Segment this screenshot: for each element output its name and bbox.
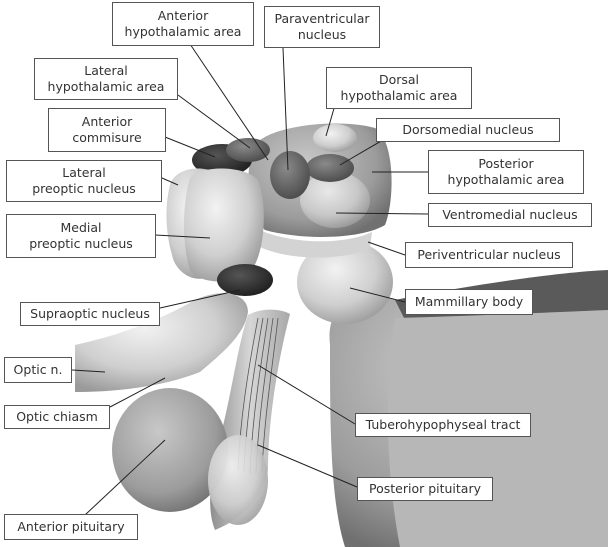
- posterior-pituitary-shape: [208, 435, 268, 525]
- label-optic-n: Optic n.: [4, 357, 72, 383]
- dorsomedial-shape: [306, 154, 354, 182]
- label-optic-chiasm: Optic chiasm: [4, 405, 110, 429]
- label-lateral-preoptic-nucleus: Lateral preoptic nucleus: [6, 160, 162, 202]
- label-medial-preoptic-nucleus: Medial preoptic nucleus: [6, 214, 156, 258]
- label-paraventricular-nucleus: Paraventricular nucleus: [264, 6, 380, 48]
- label-anterior-pituitary: Anterior pituitary: [4, 514, 138, 540]
- supraoptic-shape: [217, 264, 273, 296]
- lateral-hypothalamic-shape: [226, 138, 270, 162]
- label-posterior-pituitary: Posterior pituitary: [357, 477, 493, 501]
- label-lateral-hypothalamic-area: Lateral hypothalamic area: [34, 58, 178, 100]
- dorsal-hypothalamic-shape: [313, 124, 357, 152]
- label-supraoptic-nucleus: Supraoptic nucleus: [20, 302, 160, 326]
- label-periventricular-nucleus: Periventricular nucleus: [405, 242, 573, 268]
- label-dorsal-hypothalamic-area: Dorsal hypothalamic area: [326, 67, 472, 109]
- label-mammillary-body: Mammillary body: [405, 289, 533, 315]
- paraventricular-shape: [270, 151, 310, 199]
- label-ventromedial-nucleus: Ventromedial nucleus: [428, 203, 592, 227]
- label-posterior-hypothalamic-area: Posterior hypothalamic area: [428, 150, 584, 194]
- label-tuberohypophyseal-tract: Tuberohypophyseal tract: [355, 413, 531, 437]
- label-dorsomedial-nucleus: Dorsomedial nucleus: [376, 118, 560, 142]
- label-anterior-commisure: Anterior commisure: [48, 108, 166, 152]
- label-anterior-hypothalamic-area: Anterior hypothalamic area: [112, 2, 254, 46]
